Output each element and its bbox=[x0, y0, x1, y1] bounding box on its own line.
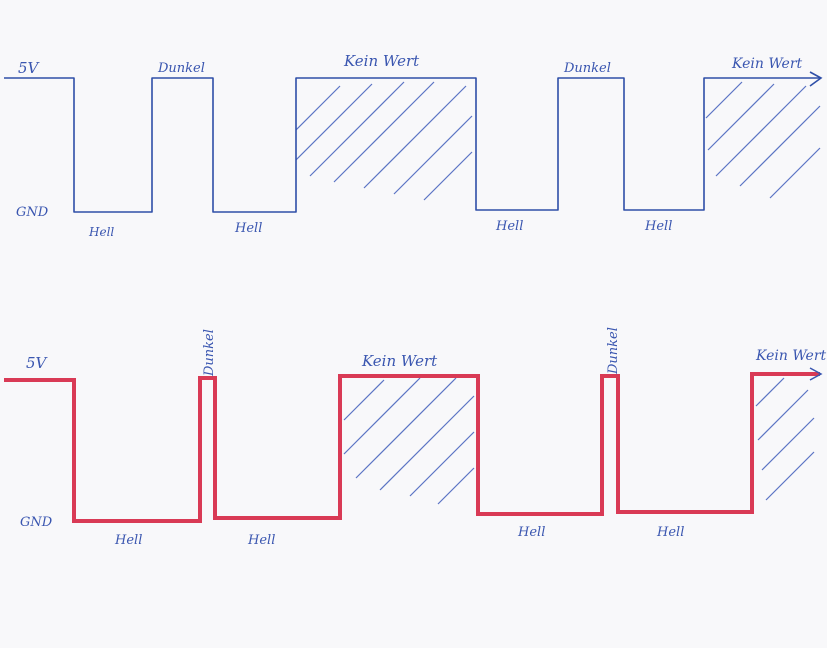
bottom-kein-wert-label-2: Kein Wert bbox=[755, 348, 827, 364]
top-hatch-region-1 bbox=[296, 81, 473, 201]
top-waveform bbox=[4, 77, 820, 213]
bottom-5v-label: 5V bbox=[26, 354, 49, 372]
top-hell-label-3: Hell bbox=[495, 219, 523, 234]
bottom-hatch-region-2 bbox=[755, 377, 815, 501]
bottom-arrow-head-icon bbox=[809, 367, 823, 381]
bottom-signal: 5V GND Dunkel Dunkel bbox=[4, 327, 827, 548]
top-hatch-region-2 bbox=[705, 81, 821, 199]
bottom-dunkel-label-1: Dunkel bbox=[202, 329, 217, 377]
bottom-hell-label-4: Hell bbox=[656, 525, 684, 540]
top-kein-wert-label-1: Kein Wert bbox=[343, 52, 420, 70]
top-signal: 5V GND Dunkel bbox=[4, 52, 823, 239]
top-hell-label-4: Hell bbox=[644, 219, 672, 234]
bottom-dunkel-label-2: Dunkel bbox=[606, 327, 621, 375]
top-arrow-head-icon bbox=[809, 71, 823, 87]
top-5v-label: 5V bbox=[18, 59, 41, 77]
bottom-gnd-label: GND bbox=[20, 515, 53, 530]
bottom-hatch-region-1 bbox=[343, 377, 475, 505]
top-hell-label-1: Hell bbox=[88, 225, 114, 239]
top-dunkel-label-2: Dunkel bbox=[563, 61, 611, 76]
top-gnd-label: GND bbox=[16, 205, 49, 220]
bottom-waveform bbox=[4, 372, 820, 523]
bottom-hell-label-1: Hell bbox=[114, 533, 142, 548]
top-hell-label-2: Hell bbox=[234, 221, 262, 236]
bottom-kein-wert-label-1: Kein Wert bbox=[361, 352, 438, 370]
top-kein-wert-label-2: Kein Wert bbox=[731, 56, 803, 72]
top-dunkel-label-1: Dunkel bbox=[157, 61, 205, 76]
bottom-hell-label-3: Hell bbox=[517, 525, 545, 540]
bottom-hell-label-2: Hell bbox=[247, 533, 275, 548]
